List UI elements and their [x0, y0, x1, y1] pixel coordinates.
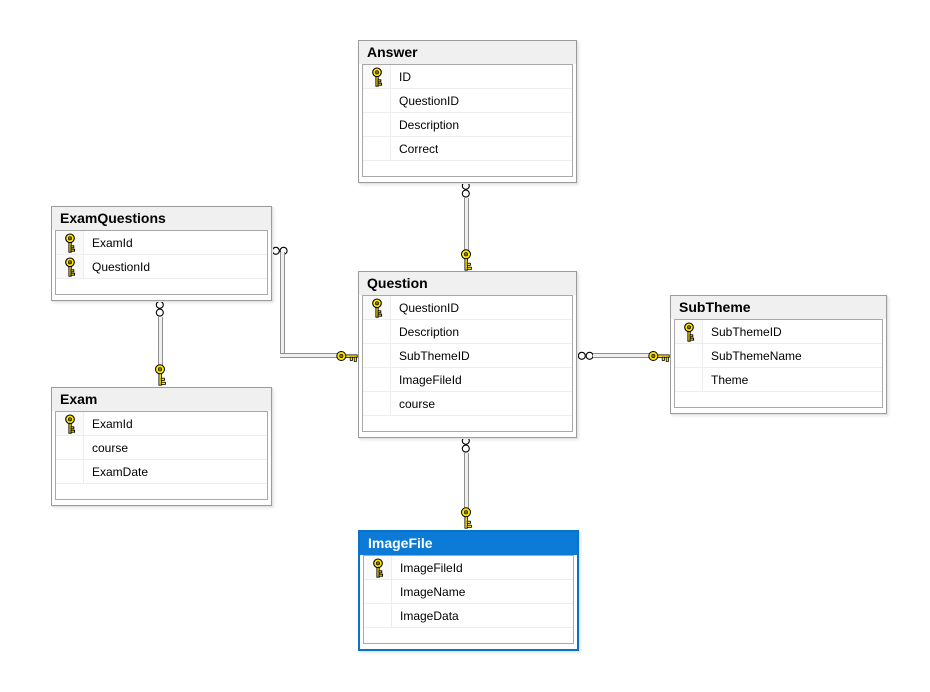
column-name: ImageData — [400, 608, 459, 623]
key-one-cardinality-icon — [461, 249, 472, 271]
table-row[interactable]: ExamId — [56, 231, 267, 255]
column-name: QuestionID — [399, 93, 460, 108]
table-exam-header[interactable]: Exam — [52, 388, 271, 411]
column-name: ImageFileId — [400, 560, 463, 575]
many-cardinality-icon — [155, 300, 164, 317]
primary-key-icon — [363, 65, 391, 88]
table-question-header[interactable]: Question — [359, 272, 576, 295]
table-examquestions[interactable]: ExamQuestions ExamId QuestionId — [51, 206, 272, 301]
column-name: Description — [399, 324, 460, 339]
column-name: ImageFileId — [399, 372, 462, 387]
empty-row[interactable] — [675, 392, 882, 407]
icon-cell — [363, 320, 391, 343]
column-name: course — [399, 396, 436, 411]
table-row[interactable]: course — [363, 392, 572, 416]
empty-row[interactable] — [56, 279, 267, 294]
table-row[interactable]: ImageData — [364, 604, 573, 628]
column-name: QuestionId — [92, 259, 151, 274]
table-exam-body: ExamId course ExamDate — [55, 411, 268, 500]
icon-cell — [675, 368, 703, 391]
table-row[interactable]: Description — [363, 113, 572, 137]
table-question[interactable]: Question QuestionID Description SubTheme… — [358, 271, 577, 438]
relationship-line[interactable] — [280, 353, 340, 358]
key-one-cardinality-icon — [461, 507, 472, 529]
table-imagefile-body: ImageFileId ImageName ImageData — [363, 555, 574, 644]
key-one-cardinality-icon — [648, 351, 670, 362]
table-row[interactable]: QuestionId — [56, 255, 267, 279]
icon-cell — [364, 580, 392, 603]
relationship-line[interactable] — [158, 317, 163, 366]
primary-key-icon — [56, 412, 84, 435]
primary-key-icon — [675, 320, 703, 343]
empty-row[interactable] — [363, 161, 572, 176]
table-row[interactable]: ImageFileId — [364, 556, 573, 580]
key-one-cardinality-icon — [155, 364, 166, 386]
table-row[interactable]: Theme — [675, 368, 882, 392]
many-cardinality-icon — [461, 436, 470, 453]
table-row[interactable]: ImageName — [364, 580, 573, 604]
primary-key-icon — [363, 296, 391, 319]
table-row[interactable]: ImageFileId — [363, 368, 572, 392]
column-name: ExamId — [92, 235, 133, 250]
table-row[interactable]: QuestionID — [363, 89, 572, 113]
icon-cell — [363, 137, 391, 160]
table-answer-body: ID QuestionID Description Correct — [362, 64, 573, 177]
column-name: SubThemeID — [399, 348, 470, 363]
table-imagefile-header[interactable]: ImageFile — [360, 532, 577, 555]
table-imagefile[interactable]: ImageFile ImageFileId ImageName ImageDat… — [358, 530, 579, 651]
icon-cell — [363, 368, 391, 391]
column-name: ExamId — [92, 416, 133, 431]
table-question-body: QuestionID Description SubThemeID ImageF… — [362, 295, 573, 432]
primary-key-icon — [56, 255, 84, 278]
table-subtheme-header[interactable]: SubTheme — [671, 296, 886, 319]
column-name: ID — [399, 69, 411, 84]
table-exam[interactable]: Exam ExamId course ExamDate — [51, 387, 272, 506]
table-row[interactable]: Description — [363, 320, 572, 344]
relationship-line[interactable] — [464, 453, 469, 509]
empty-row[interactable] — [364, 628, 573, 643]
table-row[interactable]: ID — [363, 65, 572, 89]
icon-cell — [363, 392, 391, 415]
column-name: ImageName — [400, 584, 466, 599]
empty-row[interactable] — [56, 484, 267, 499]
primary-key-icon — [364, 556, 392, 579]
column-name: Theme — [711, 372, 749, 387]
relationship-line[interactable] — [464, 198, 469, 252]
icon-cell — [56, 436, 84, 459]
key-one-cardinality-icon — [336, 351, 358, 362]
icon-cell — [363, 344, 391, 367]
many-cardinality-icon — [461, 181, 470, 198]
table-answer-header[interactable]: Answer — [359, 41, 576, 64]
table-row[interactable]: ExamId — [56, 412, 267, 436]
column-name: course — [92, 440, 129, 455]
relationship-line[interactable] — [593, 353, 651, 358]
relationship-line[interactable] — [280, 252, 285, 355]
table-row[interactable]: SubThemeName — [675, 344, 882, 368]
table-row[interactable]: Correct — [363, 137, 572, 161]
table-row[interactable]: course — [56, 436, 267, 460]
icon-cell — [675, 344, 703, 367]
icon-cell — [363, 113, 391, 136]
primary-key-icon — [56, 231, 84, 254]
empty-row[interactable] — [363, 416, 572, 431]
table-examquestions-header[interactable]: ExamQuestions — [52, 207, 271, 230]
table-subtheme[interactable]: SubTheme SubThemeID SubThemeName Theme — [670, 295, 887, 414]
icon-cell — [364, 604, 392, 627]
column-name: ExamDate — [92, 464, 149, 479]
table-row[interactable]: SubThemeID — [675, 320, 882, 344]
table-subtheme-body: SubThemeID SubThemeName Theme — [674, 319, 883, 408]
column-name: QuestionID — [399, 300, 460, 315]
table-examquestions-body: ExamId QuestionId — [55, 230, 268, 295]
icon-cell — [56, 460, 84, 483]
column-name: Description — [399, 117, 460, 132]
table-row[interactable]: QuestionID — [363, 296, 572, 320]
table-answer[interactable]: Answer ID QuestionID Description Correct — [358, 40, 577, 183]
column-name: SubThemeID — [711, 324, 782, 339]
icon-cell — [363, 89, 391, 112]
table-row[interactable]: SubThemeID — [363, 344, 572, 368]
column-name: SubThemeName — [711, 348, 802, 363]
column-name: Correct — [399, 141, 439, 156]
table-row[interactable]: ExamDate — [56, 460, 267, 484]
